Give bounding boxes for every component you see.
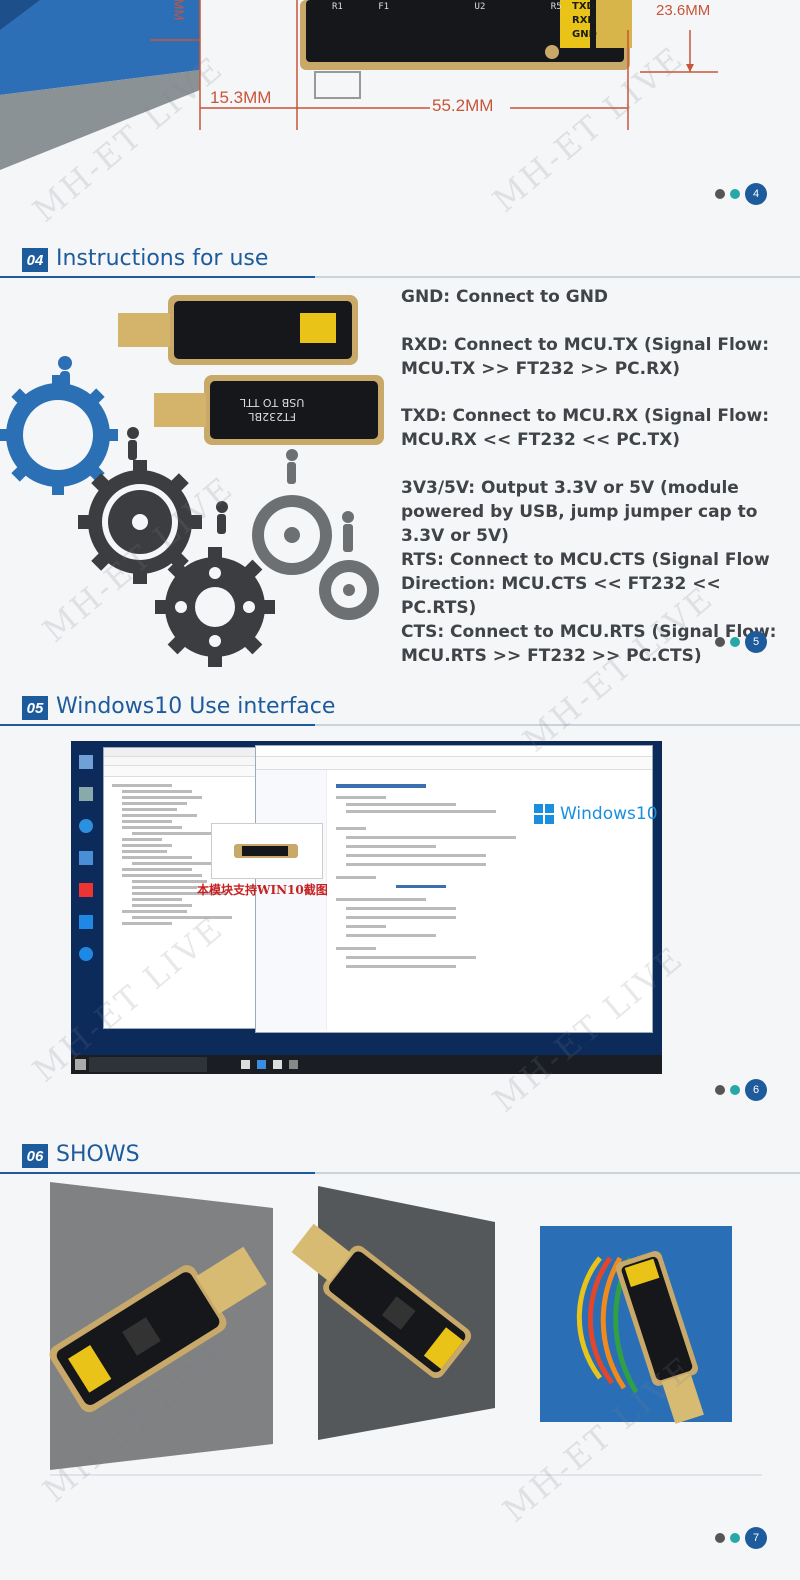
divider: [0, 724, 800, 726]
desktop-icon: [79, 851, 93, 865]
desktop-icon: [79, 883, 93, 897]
section-number: 06: [22, 1144, 48, 1168]
pager-dot: [730, 1085, 740, 1095]
product-photo-2: [291, 1186, 495, 1440]
pager-dot: [715, 1085, 725, 1095]
page-number: 4: [745, 183, 767, 205]
cortana-search[interactable]: [89, 1057, 207, 1072]
taskbar: [71, 1055, 662, 1074]
divider-accent: [0, 1172, 315, 1174]
gears-illustration: [0, 295, 384, 667]
pager-dot: [715, 637, 725, 647]
instruction-txd: TXD: Connect to MCU.RX (Signal Flow: MCU…: [401, 406, 769, 450]
product-photo-1: [49, 1182, 273, 1470]
pin-txd: TXD: [572, 1, 595, 12]
board-text: USB TO TTL: [240, 396, 305, 409]
desktop-icon: [79, 787, 93, 801]
section-header-06: 06 SHOWS: [0, 1136, 800, 1176]
product-photos: [49, 1182, 762, 1476]
divider-accent: [0, 276, 315, 278]
section-header-04: 04 Instructions for use: [0, 240, 800, 280]
pager: 6: [715, 1079, 767, 1101]
page-number: 7: [745, 1527, 767, 1549]
board-label: U2: [474, 2, 486, 12]
module-photo-inset: [211, 823, 323, 879]
dim-left: 15.3MM: [210, 88, 272, 107]
instruction-rxd: RXD: Connect to MCU.TX (Signal Flow: MCU…: [401, 335, 769, 379]
pager-dot: [730, 189, 740, 199]
board-label: F1: [378, 2, 390, 12]
product-photo-3: [540, 1226, 732, 1424]
instruction-vcc: 3V3/5V: Output 3.3V or 5V (module powere…: [401, 478, 758, 546]
page-number: 6: [745, 1079, 767, 1101]
section-number: 04: [22, 248, 48, 272]
desktop-icon: [79, 915, 93, 929]
dim-right: 23.6MM: [656, 2, 711, 19]
device-tree: [104, 777, 354, 932]
board-text: FT232BL: [248, 410, 296, 423]
pin-gnd: GND: [572, 29, 597, 40]
board-label: R1: [332, 2, 343, 12]
board-label: R5: [550, 2, 562, 12]
pager: 5: [715, 631, 767, 653]
win10-caption: 本模块支持WIN10截图: [197, 883, 328, 897]
page-number: 5: [745, 631, 767, 653]
pager: 7: [715, 1527, 767, 1549]
dim-partial: MM: [171, 0, 187, 21]
divider: [0, 276, 800, 278]
edge-icon: [79, 819, 93, 833]
dimension-drawing: [0, 0, 718, 170]
windows10-screenshot: Windows10 本模块支持WIN10截图: [71, 741, 662, 1074]
pager-dot: [715, 1533, 725, 1543]
instruction-gnd: GND: Connect to GND: [401, 287, 609, 307]
instruction-cts: CTS: Connect to MCU.RTS (Signal Flow: MC…: [401, 622, 777, 666]
pin-rxd: RXD: [572, 15, 596, 26]
pager-dot: [730, 1533, 740, 1543]
desktop-icons: [75, 749, 99, 979]
top-dimension-section: R1 F1 U2 R5 TXD RXD GND 23.6MM MM 15.3MM…: [0, 0, 800, 230]
board-label-row: R1 F1 U2 R5: [332, 2, 562, 12]
section-header-05: 05 Windows10 Use interface: [0, 688, 800, 728]
windows-logo-icon: [534, 804, 554, 824]
windows-logo-text: Windows10: [560, 804, 658, 824]
pager-dot: [730, 637, 740, 647]
section-title: SHOWS: [56, 1142, 140, 1167]
system-window: Windows10: [255, 745, 658, 1033]
pager: 4: [715, 183, 767, 205]
divider: [0, 1172, 800, 1174]
board-silkscreen: FT232BL USB TO TTL: [240, 395, 304, 423]
instruction-rts: RTS: Connect to MCU.CTS (Signal Flow Dir…: [401, 550, 770, 618]
desktop-icon: [79, 947, 93, 961]
board-pin-labels: TXD RXD GND: [572, 0, 597, 42]
start-button[interactable]: [75, 1059, 86, 1070]
divider-accent: [0, 724, 315, 726]
windows-logo: Windows10: [534, 804, 658, 824]
section-title: Windows10 Use interface: [56, 694, 336, 719]
pager-dot: [715, 189, 725, 199]
section-number: 05: [22, 696, 48, 720]
desktop-icon: [79, 755, 93, 769]
dim-bottom: 55.2MM: [432, 96, 494, 115]
section-title: Instructions for use: [56, 246, 269, 271]
